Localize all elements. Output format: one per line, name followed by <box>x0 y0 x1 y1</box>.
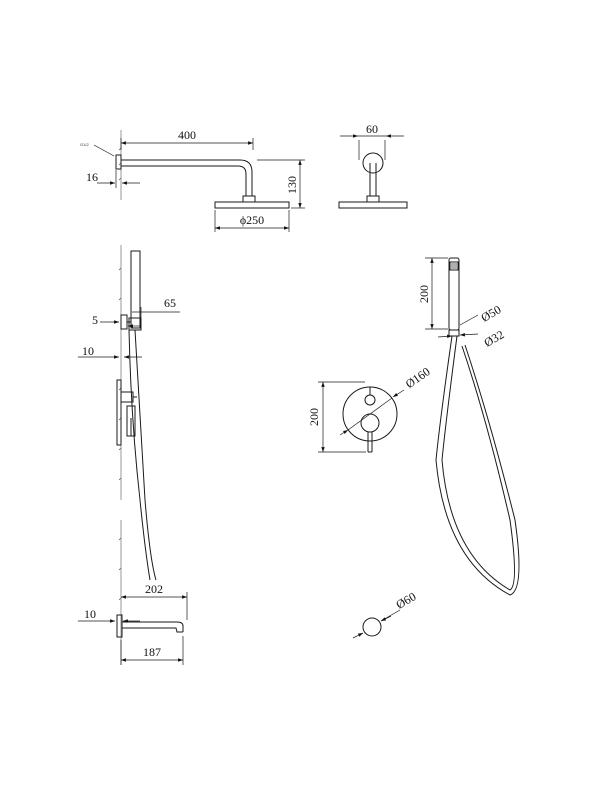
dim-spout-visible: 187 <box>143 645 161 659</box>
side-shower-head <box>338 201 408 209</box>
thread-label: G1/2 <box>80 142 89 147</box>
hose-loop <box>435 335 520 596</box>
side-flange-circle <box>362 152 384 174</box>
dim-holder-wall: 5 <box>92 313 98 327</box>
shower-arm <box>121 159 253 196</box>
spout-flange-front: Ø60 <box>352 589 419 639</box>
dim-handset-length: 200 <box>417 285 431 303</box>
arm-flange <box>115 154 122 170</box>
shower-head <box>214 201 290 209</box>
dim-spout-total: 202 <box>145 582 163 596</box>
mixer-handle <box>360 413 380 433</box>
dim-holder-diameter: Ø32 <box>482 327 507 349</box>
dim-arm-length: 400 <box>178 128 196 142</box>
dim-holder-offset: 65 <box>164 296 176 310</box>
dim-arm-height: 130 <box>285 176 299 194</box>
hand-shower-front-view: 200 Ø50 Ø32 <box>417 257 520 596</box>
handset-body <box>130 250 141 329</box>
spout-view: 202 10 187 <box>78 520 188 665</box>
dim-mixer-diameter: Ø160 <box>403 364 433 391</box>
holder-front <box>448 329 460 337</box>
dim-spout-flange: Ø60 <box>394 589 419 611</box>
dim-spout-plate: 10 <box>84 607 96 621</box>
spout-flange-circle <box>362 617 382 637</box>
hose-side <box>134 329 157 581</box>
dim-arm-wall-offset: 16 <box>86 170 98 184</box>
spout <box>122 621 184 632</box>
dim-handset-diameter: Ø50 <box>479 302 504 324</box>
diverter-knob <box>364 394 376 406</box>
dim-plate: 10 <box>82 344 94 358</box>
mixer-side-plate <box>116 379 122 446</box>
spout-flange <box>116 614 123 638</box>
holder-plate <box>120 314 128 330</box>
hand-shower-side-view: 65 5 10 <box>78 245 180 581</box>
dim-head-diameter: ϕ250 <box>240 213 264 227</box>
shower-arm-side-view: 60 <box>338 122 408 209</box>
dim-side-width: 60 <box>366 122 378 136</box>
shower-arm-view: G1/2 400 16 130 ϕ250 <box>80 128 305 232</box>
dim-mixer-height: 200 <box>307 408 321 426</box>
mixer-front-view: 200 Ø160 <box>307 364 433 453</box>
